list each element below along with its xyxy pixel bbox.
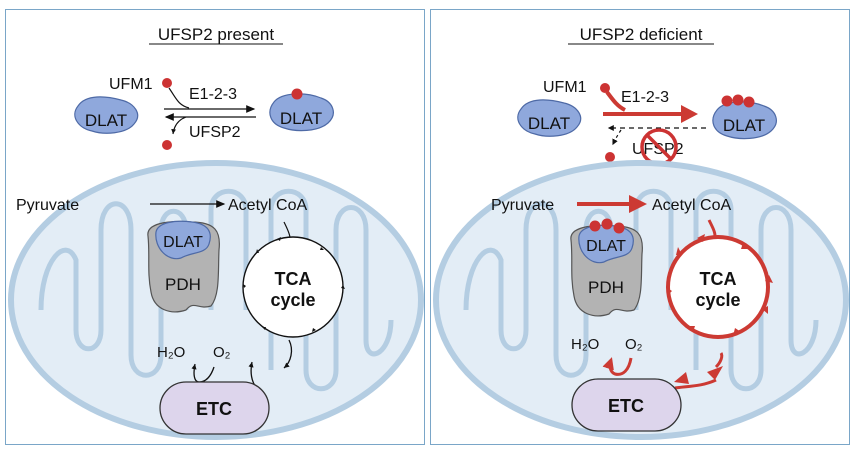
svg-text:DLAT: DLAT — [280, 109, 322, 128]
tca-label-1: TCA — [700, 269, 737, 289]
tca-label-2: cycle — [270, 290, 315, 310]
ufm1-conjugated-dot-2 — [732, 94, 744, 106]
pdh-complex: DLAT PDH — [570, 224, 643, 317]
svg-text:ETC: ETC — [608, 396, 644, 416]
panel-ufsp2-deficient: UFSP2 deficient DLAT UFM1 E1-2-3 UFSP2 D… — [430, 9, 850, 445]
pyruvate-label: Pyruvate — [16, 197, 79, 214]
acetyl-coa-label: Acetyl CoA — [652, 197, 731, 214]
ufm1-conjugated-dot-1 — [721, 95, 733, 107]
ufm1-dot — [162, 78, 172, 88]
tca-to-etc-arrow — [714, 352, 724, 369]
pdh-label: PDH — [165, 275, 201, 294]
dlat-subunit — [155, 220, 211, 260]
ufm1-attach-arrow — [605, 90, 626, 112]
pdh-arrowhead — [629, 195, 647, 213]
dlat-left: DLAT — [517, 99, 582, 137]
etc-complex: ETC — [159, 381, 270, 435]
ufm1-release-arrow — [612, 129, 622, 146]
ufm1-conjugated-dot-3 — [743, 96, 755, 108]
o2-label: O₂ — [625, 336, 643, 353]
pdh-ufm1-dot-3 — [613, 222, 625, 234]
reverse-label: UFSP2 — [189, 124, 241, 141]
etc-arrowhead — [674, 372, 689, 384]
ufm1-label: UFM1 — [543, 79, 587, 96]
ufm1-label: UFM1 — [109, 76, 153, 93]
tca-to-etc-arrow — [283, 339, 293, 369]
panel-title: UFSP2 deficient — [580, 25, 703, 44]
dlat-right: DLAT — [712, 101, 777, 140]
forward-label: E1-2-3 — [621, 89, 669, 106]
etc-complex: ETC — [571, 378, 682, 432]
tca-label-1: TCA — [275, 269, 312, 289]
pdh-ufm1-dot-1 — [589, 220, 601, 232]
dlat-left: DLAT — [74, 96, 139, 134]
dlat-right: DLAT — [269, 93, 334, 132]
diagram-present: UFSP2 present DLAT UFM1 E1-2-3 UFSP2 DLA… — [8, 25, 424, 440]
etc-tca-exchange-arrow — [674, 378, 717, 390]
pdh-ufm1-dot-2 — [601, 218, 613, 230]
ufm1-free-dot — [605, 152, 615, 162]
tca-arrowhead — [707, 366, 723, 380]
pdh-label: PDH — [588, 278, 624, 297]
tca-cycle: TCA cycle — [242, 221, 345, 338]
forward-arrowhead — [681, 105, 698, 123]
panel-title: UFSP2 present — [158, 25, 274, 44]
tca-label-2: cycle — [695, 290, 740, 310]
h2o-label: H₂O — [571, 336, 599, 353]
pyruvate-label: Pyruvate — [491, 197, 554, 214]
ufm1-dot — [600, 83, 610, 93]
forward-label: E1-2-3 — [189, 86, 237, 103]
diagram-deficient: UFSP2 deficient DLAT UFM1 E1-2-3 UFSP2 D… — [433, 25, 849, 440]
h2o-label: H₂O — [157, 344, 185, 361]
respiration-arrow-enhanced — [602, 357, 633, 376]
o2-label: O₂ — [213, 344, 231, 361]
svg-text:DLAT: DLAT — [723, 116, 765, 135]
ufm1-free-dot — [162, 140, 172, 150]
svg-text:DLAT: DLAT — [528, 114, 570, 133]
ufm1-release-arrow — [171, 116, 187, 135]
pdh-complex: DLAT PDH — [147, 220, 220, 313]
svg-text:ETC: ETC — [196, 399, 232, 419]
svg-text:DLAT: DLAT — [163, 234, 203, 251]
ufm1-attach-arrow — [168, 87, 190, 109]
tca-cycle-enhanced: TCA cycle — [666, 219, 773, 339]
panel-ufsp2-present: UFSP2 present DLAT UFM1 E1-2-3 UFSP2 DLA… — [5, 9, 425, 445]
svg-text:DLAT: DLAT — [586, 238, 626, 255]
dlat-subunit — [578, 224, 634, 264]
acetyl-coa-label: Acetyl CoA — [228, 197, 307, 214]
ufm1-conjugated-dot — [291, 88, 303, 100]
svg-text:DLAT: DLAT — [85, 111, 127, 130]
